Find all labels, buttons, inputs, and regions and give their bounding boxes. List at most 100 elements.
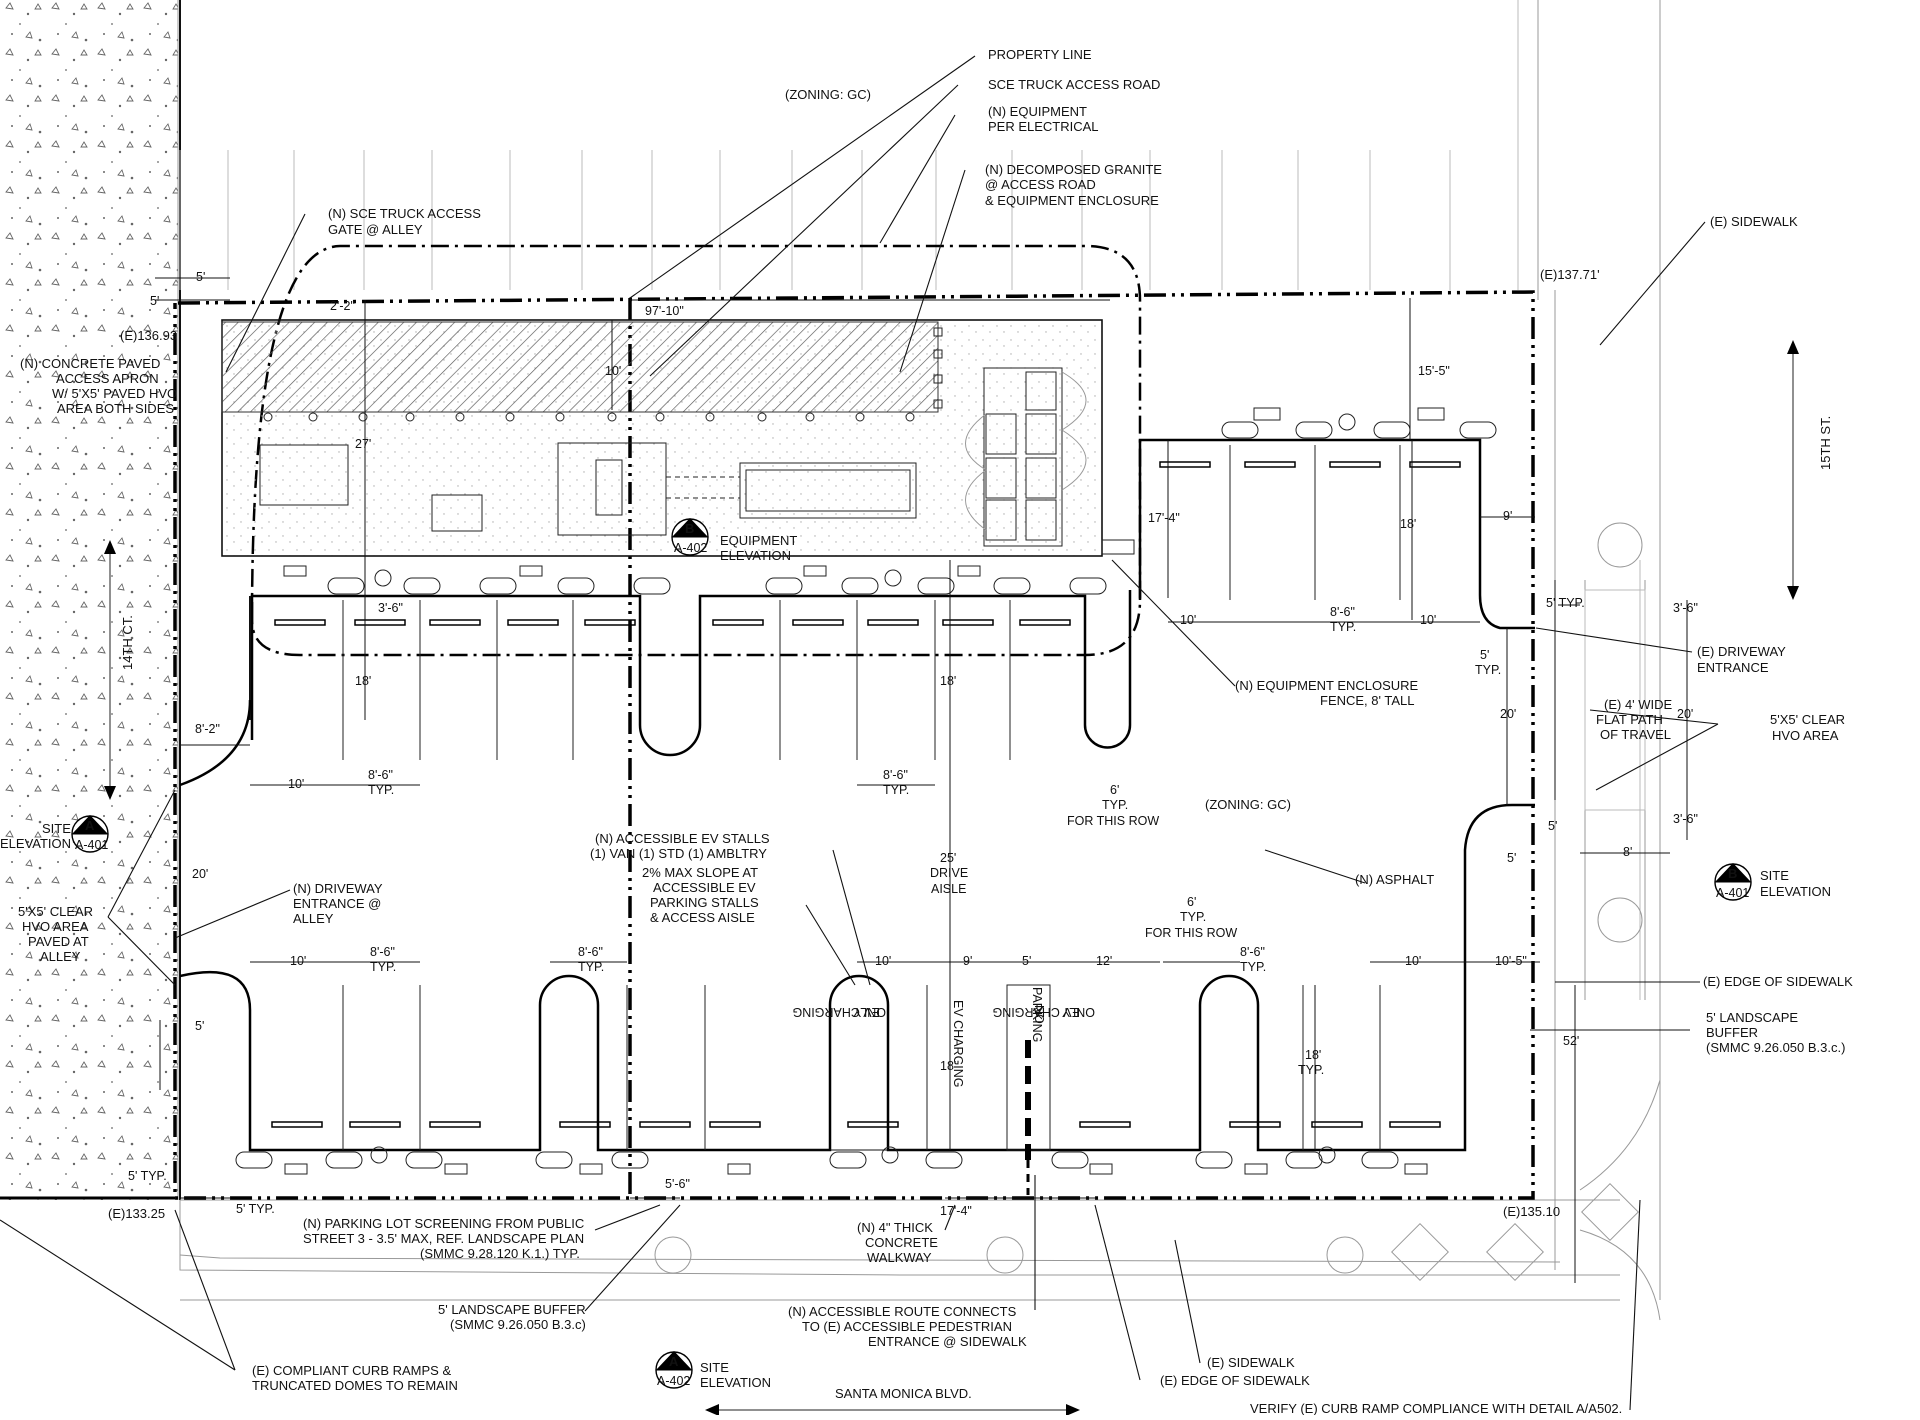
walkway-2: CONCRETE (865, 1235, 938, 1250)
no-parking-2: NO (1032, 1005, 1046, 1024)
section-marker-b-east (1714, 863, 1752, 901)
landscape-e-2: BUFFER (1706, 1025, 1758, 1040)
annotation-text: (ZONING: GC) PROPERTY LINE SCE TRUCK ACC… (0, 47, 1853, 1416)
landscape-trees (654, 522, 1643, 1281)
ev-only-2a: EV CHARGING (951, 1000, 965, 1088)
dim-5-acc: 5' (1022, 954, 1031, 968)
dim-5-typ-e2: TYP. (1475, 663, 1501, 677)
section-b-east-letter: B (1728, 866, 1737, 881)
section-marker-a-west (71, 815, 109, 853)
dim-9-acc: 9' (963, 954, 972, 968)
sidewalk-s: (E) SIDEWALK (1207, 1355, 1295, 1370)
dim-8-6-row1: 8'-6" (368, 768, 393, 782)
dim-8-e: 8' (1623, 845, 1632, 859)
sce-truck-access-road (250, 244, 1142, 657)
dim-17-4-s: 17'-4" (940, 1204, 972, 1218)
section-b-top-sheet: A-402 (674, 541, 707, 555)
dim-5-w: 5' (195, 1019, 204, 1033)
property-line (173, 290, 1535, 1200)
verify-1: VERIFY (E) CURB RAMP COMPLIANCE WITH DET… (1250, 1401, 1622, 1415)
dim-8-6-row2: 8'-6" (370, 945, 395, 959)
dim-5-top: 5' (196, 270, 205, 284)
dim-2-2: 2'-2" (330, 299, 355, 313)
dim-10: 10' (605, 364, 621, 378)
dim-20-w: 20' (192, 867, 208, 881)
dim-17-4-upper: 17'-4" (1148, 511, 1180, 525)
drive-aisle-3: AISLE (931, 882, 966, 896)
dim-10-5: 10'-5" (1495, 954, 1527, 968)
section-a-south-letter: A (669, 1354, 679, 1369)
slope-4: & ACCESS AISLE (650, 910, 755, 925)
acc-route-2: TO (E) ACCESSIBLE PEDESTRIAN (802, 1319, 1012, 1334)
typ-row-1b: TYP. (1102, 798, 1128, 812)
section-a-west-sheet: A-401 (75, 838, 108, 852)
drive-aisle-2: DRIVE (930, 866, 968, 880)
enclosure-note-2: FENCE, 8' TALL (1320, 693, 1414, 708)
dimension-lines (155, 277, 1688, 1283)
apron-note-1: (N) CONCRETE PAVED (20, 356, 160, 371)
dim-5-typ-s: 5' TYP. (236, 1202, 275, 1216)
landscape-s-1: 5' LANDSCAPE BUFFER (438, 1302, 586, 1317)
dim-5-typ-e: 5' (1480, 648, 1489, 662)
hvo-e-1: 5'X5' CLEAR (1770, 712, 1845, 727)
dim-8-2: 8'-2" (195, 722, 220, 736)
dim-18-ne: 18' (1400, 517, 1416, 531)
zoning-label-top: (ZONING: GC) (785, 87, 871, 102)
section-a-south-sheet: A-402 (657, 1374, 690, 1388)
apron-note-4: AREA BOTH SIDES (57, 401, 174, 416)
elevation-se: (E)135.10 (1503, 1204, 1560, 1219)
section-b-top-letter: B (685, 521, 694, 536)
equipment-note-1: (N) EQUIPMENT (988, 104, 1087, 119)
hvo-w-4: ALLEY (40, 949, 81, 964)
equipment-note-2: PER ELECTRICAL (988, 119, 1099, 134)
sidewalk-ne-note: (E) SIDEWALK (1710, 214, 1798, 229)
dim-3-6-se: 3'-6" (1673, 812, 1698, 826)
dim-8-6-row2c-typ: TYP. (1240, 960, 1266, 974)
slope-3: PARKING STALLS (650, 895, 759, 910)
dim-97-10: 97'-10" (645, 304, 684, 318)
section-a-west-letter: A (85, 818, 95, 833)
site-elev-s-1: SITE (700, 1360, 729, 1375)
dim-18-mid: 18' (940, 674, 956, 688)
dim-18-row1: 18' (355, 674, 371, 688)
enclosure-bollards (263, 412, 915, 422)
dim-8-6-mid-typ: TYP. (883, 783, 909, 797)
parking-row-2 (179, 699, 1535, 1195)
typ-row-2b: TYP. (1180, 910, 1206, 924)
street-west-label: 14TH CT. (120, 615, 135, 670)
dim-5-e2: 5' (1507, 851, 1516, 865)
dim-12-acc: 12' (1096, 954, 1112, 968)
dim-10-row2d: 10' (1405, 954, 1421, 968)
gate-note-2: GATE @ ALLEY (328, 222, 423, 237)
edge-sidewalk-e: (E) EDGE OF SIDEWALK (1703, 974, 1853, 989)
typ-row-2a: 6' (1187, 895, 1196, 909)
hvo-w-3: PAVED AT (28, 934, 89, 949)
dim-52: 52' (1563, 1034, 1579, 1048)
ev-chargers-row-1 (283, 565, 1107, 595)
enclosure-note-1: (N) EQUIPMENT ENCLOSURE (1235, 678, 1419, 693)
driveway-w-1: (N) DRIVEWAY (293, 881, 383, 896)
parking-row-ne (1138, 407, 1535, 630)
apron-note-3: W/ 5'X5' PAVED HVO (52, 386, 177, 401)
dim-18-row2: 18' (1305, 1048, 1321, 1062)
property-line-note: PROPERTY LINE (988, 47, 1092, 62)
south-sidewalk (179, 1199, 1620, 1301)
flat-path-2: FLAT PATH (1596, 712, 1663, 727)
curb-ramps-2: TRUNCATED DOMES TO REMAIN (252, 1378, 458, 1393)
elevation-sw: (E)133.25 (108, 1206, 165, 1221)
street-south-label: SANTA MONICA BLVD. (835, 1386, 972, 1401)
walkway-3: WALKWAY (867, 1250, 932, 1265)
equip-elev-1: EQUIPMENT (720, 533, 797, 548)
landscape-s-2: (SMMC 9.26.050 B.3.c) (450, 1317, 586, 1332)
hvo-w-1: 5'X5' CLEAR (18, 904, 93, 919)
dg-note-2: @ ACCESS ROAD (985, 177, 1096, 192)
curb-ramps-1: (E) COMPLIANT CURB RAMPS & (252, 1363, 451, 1378)
ne-driveway-1: (E) DRIVEWAY (1697, 644, 1786, 659)
east-sidewalk (1554, 290, 1661, 1321)
dim-8-6-row2c: 8'-6" (1240, 945, 1265, 959)
no-parking-1: PARKING (1030, 987, 1044, 1042)
screening-1: (N) PARKING LOT SCREENING FROM PUBLIC (303, 1216, 584, 1231)
dim-8-6-row2b: 8'-6" (578, 945, 603, 959)
dim-10-row1: 10' (288, 777, 304, 791)
driveway-w-2: ENTRANCE @ (293, 896, 381, 911)
